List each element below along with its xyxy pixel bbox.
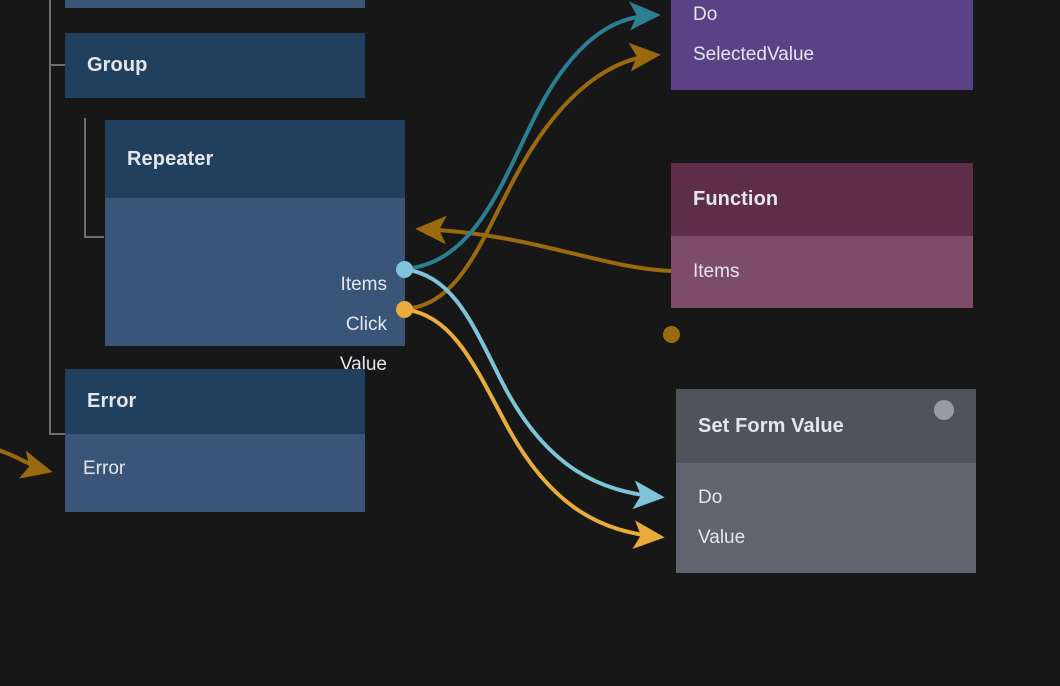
set-form-value-body: Do Value	[676, 463, 976, 573]
edge-repeater-value-to-setformvalue-value	[403, 307, 665, 549]
port-function-items[interactable]: Items	[693, 261, 739, 283]
group-title: Group	[87, 54, 148, 76]
repeater-body: Items Click Value	[105, 198, 405, 375]
node-set-form-value[interactable]: Set Form Value Do Value	[676, 389, 976, 573]
port-setformvalue-do-label: Do	[698, 487, 723, 508]
port-dropdown-do-label: Do	[693, 4, 718, 25]
port-setformvalue-do[interactable]: Do	[698, 487, 722, 509]
edge-offscreen-to-error	[0, 448, 53, 479]
port-dropdown-selectedvalue-label: SelectedValue	[693, 44, 815, 65]
function-body: Items	[671, 236, 973, 308]
port-function-items-label: Items	[693, 261, 740, 282]
repeater-header[interactable]: Repeater	[105, 120, 405, 198]
node-repeater[interactable]: Repeater Items Click Value	[105, 120, 413, 375]
edge-repeater-click-to-dropdown-do	[403, 1, 661, 271]
port-setformvalue-value-label: Value	[698, 527, 746, 548]
port-error-error[interactable]: Error	[83, 458, 125, 480]
port-dot-repeater-click[interactable]	[396, 261, 413, 278]
node-function[interactable]: Function Items	[663, 163, 973, 343]
dropdown-body: Do SelectedValue	[671, 0, 973, 90]
port-dropdown-do[interactable]: Do	[693, 4, 717, 26]
node-group[interactable]: Group	[65, 33, 365, 98]
tree-line-inner-vertical	[84, 118, 86, 238]
node-error[interactable]: Error Error	[65, 369, 365, 512]
error-body: Error	[65, 434, 365, 512]
port-setformvalue-value[interactable]: Value	[698, 527, 745, 549]
port-repeater-click-label: Click	[345, 314, 387, 335]
port-repeater-items-label: Items	[340, 274, 387, 295]
edge-repeater-value-to-dropdown-selectedvalue	[403, 42, 661, 311]
status-indicator-dot[interactable]	[934, 400, 954, 420]
function-header[interactable]: Function	[671, 163, 973, 236]
group-header[interactable]: Group	[65, 33, 365, 98]
port-dropdown-selectedvalue[interactable]: SelectedValue	[693, 44, 814, 66]
port-error-error-label: Error	[83, 458, 126, 479]
edge-function-items-to-repeater-items	[415, 215, 672, 273]
tree-line-tick-repeater	[84, 236, 104, 238]
tree-line-tick-error	[49, 433, 65, 435]
edge-repeater-click-to-setformvalue-do	[403, 267, 665, 510]
partial-top-body	[65, 0, 365, 8]
port-dot-function-items[interactable]	[663, 326, 680, 343]
node-partial-top[interactable]	[65, 0, 365, 8]
port-repeater-items[interactable]: Items	[341, 274, 387, 296]
error-header[interactable]: Error	[65, 369, 365, 434]
set-form-value-header[interactable]: Set Form Value	[676, 389, 976, 463]
tree-line-tick-group	[49, 64, 65, 66]
port-repeater-click[interactable]: Click	[346, 314, 387, 336]
tree-line-outer-vertical	[49, 0, 51, 435]
node-dropdown[interactable]: Do SelectedValue	[671, 0, 973, 90]
set-form-value-title: Set Form Value	[698, 414, 844, 437]
function-title: Function	[693, 188, 779, 210]
repeater-title: Repeater	[127, 147, 214, 170]
error-title: Error	[87, 390, 137, 412]
port-dot-repeater-value[interactable]	[396, 301, 413, 318]
